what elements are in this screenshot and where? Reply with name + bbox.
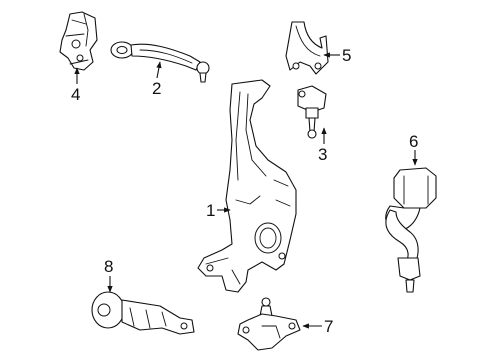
part-2-upper-arm — [110, 41, 210, 83]
callout-4: 4 — [71, 85, 80, 104]
part-5-bracket — [285, 21, 329, 75]
leader-2 — [156, 61, 162, 79]
callout-6: 6 — [409, 132, 418, 151]
part-1-steering-knuckle — [197, 79, 297, 293]
part-3-ball-joint — [297, 85, 327, 139]
part-7-lower-ball-joint — [237, 297, 301, 351]
part-8-lower-arm — [91, 291, 195, 335]
callout-7: 7 — [324, 317, 333, 336]
callout-2: 2 — [152, 79, 161, 98]
callout-3: 3 — [318, 145, 327, 164]
part-4-bracket — [59, 11, 98, 71]
callout-8: 8 — [104, 257, 113, 276]
callout-5: 5 — [342, 46, 351, 65]
callout-1: 1 — [206, 201, 215, 220]
part-6-lower-arm — [385, 167, 437, 293]
